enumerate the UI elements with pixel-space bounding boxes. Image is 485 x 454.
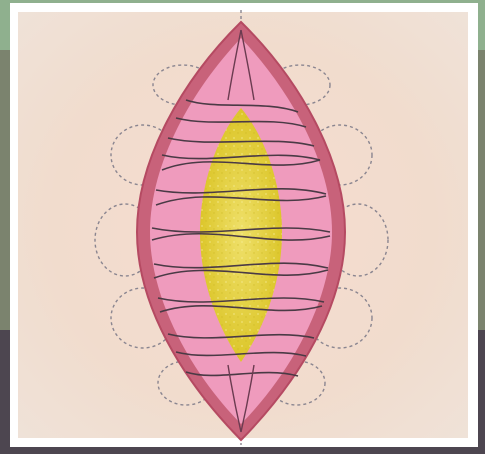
spindle-diagram [0, 0, 485, 454]
